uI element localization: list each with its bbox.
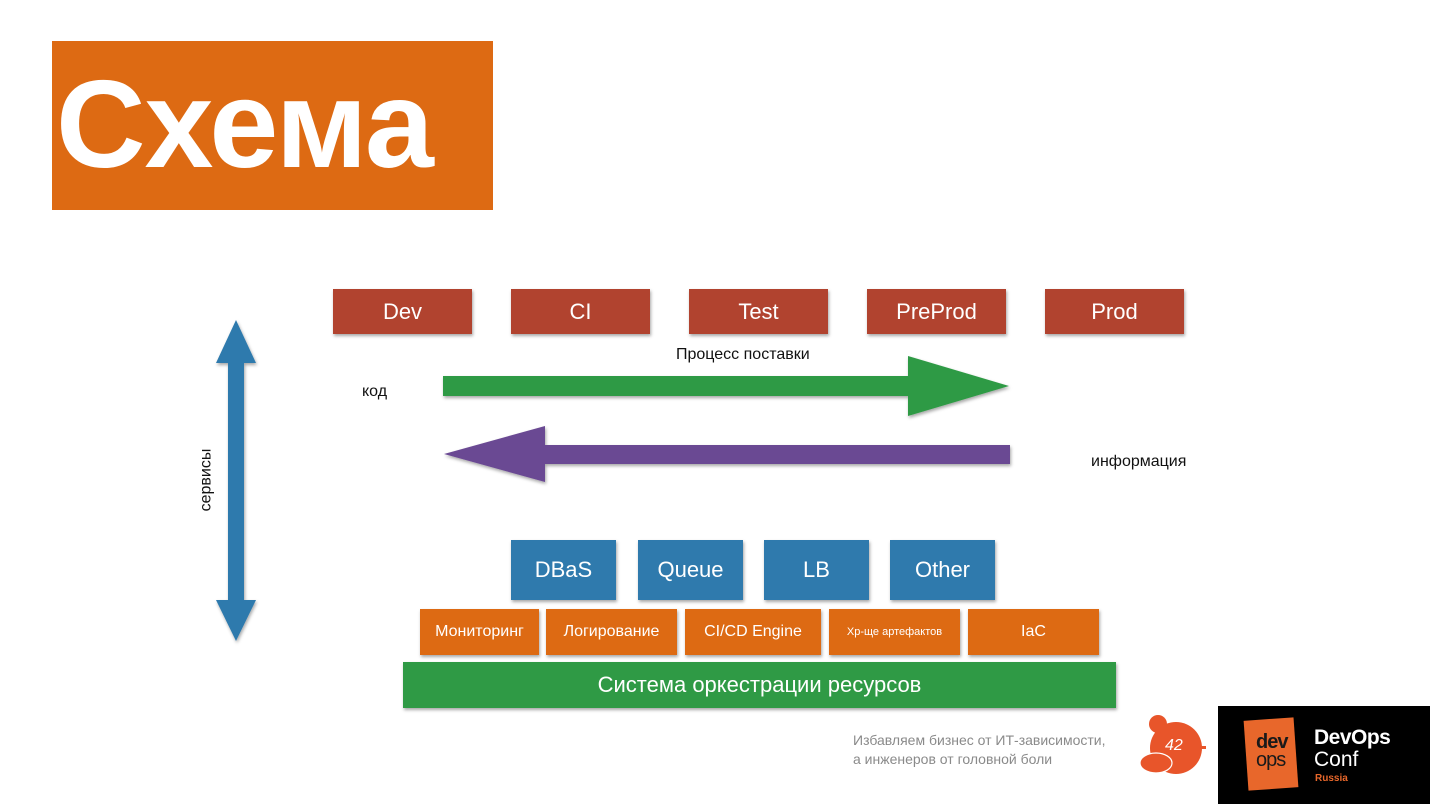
slide-title: Схема — [56, 56, 434, 194]
logo-ops-text: ops — [1256, 749, 1286, 771]
platform-iac: IaC — [968, 609, 1099, 655]
tagline-line-2: а инженеров от головной боли — [853, 751, 1053, 767]
title-banner: Схема — [52, 41, 493, 210]
platform-logging: Логирование — [546, 609, 677, 655]
stage-preprod: PreProd — [867, 289, 1006, 334]
platform-cicd-engine: CI/CD Engine — [685, 609, 821, 655]
footer-tagline: Избавляем бизнес от ИТ-зависимости, а ин… — [853, 731, 1106, 769]
logo-name: DevOps — [1314, 726, 1391, 749]
info-label: информация — [1091, 453, 1187, 470]
logo-conf: Conf — [1314, 748, 1359, 771]
stage-dev: Dev — [333, 289, 472, 334]
stage-ci: CI — [511, 289, 650, 334]
page-number: 42 — [1165, 737, 1183, 754]
tagline-line-1: Избавляем бизнес от ИТ-зависимости, — [853, 732, 1106, 748]
logo-region: Russia — [1315, 773, 1348, 784]
code-label: код — [362, 383, 388, 400]
platform-monitoring: Мониторинг — [420, 609, 539, 655]
service-lb: LB — [764, 540, 869, 600]
page-badge-icon — [1139, 715, 1206, 774]
stage-prod: Prod — [1045, 289, 1184, 334]
service-other: Other — [890, 540, 995, 600]
stage-test: Test — [689, 289, 828, 334]
platform-artifact-storage: Хр-ще артефактов — [829, 609, 960, 655]
services-axis-label: сервисы — [197, 448, 215, 512]
service-dbas: DBaS — [511, 540, 616, 600]
devopsconf-logo: dev ops DevOps Conf Russia — [1218, 706, 1430, 804]
orchestration-system: Система оркестрации ресурсов — [403, 662, 1116, 708]
services-arrow — [216, 320, 256, 641]
code-arrow — [443, 356, 1009, 416]
logo-dev-text: dev — [1256, 731, 1288, 753]
info-arrow — [444, 426, 1010, 482]
service-queue: Queue — [638, 540, 743, 600]
delivery-process-label: Процесс поставки — [676, 346, 810, 363]
